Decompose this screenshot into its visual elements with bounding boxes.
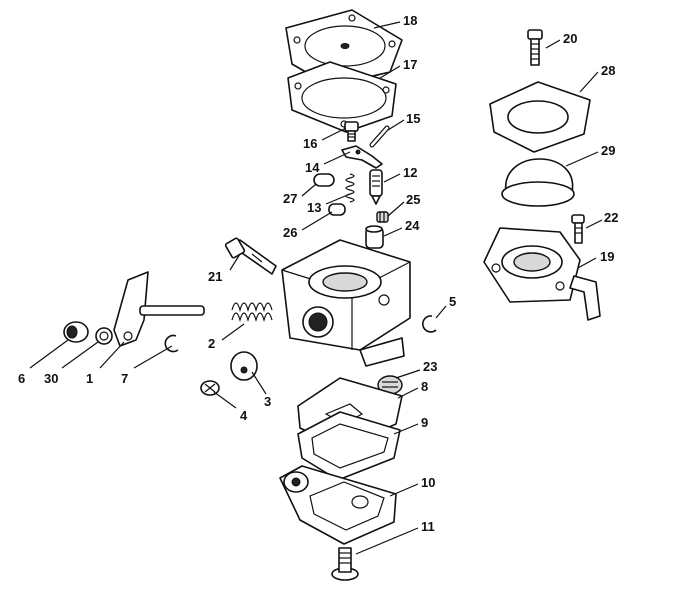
callout-30: 30 [44, 371, 58, 386]
part-12-inlet-needle [369, 169, 383, 205]
callout-3: 3 [264, 394, 271, 409]
callout-10: 10 [421, 475, 435, 490]
part-2-spring [231, 302, 273, 323]
callout-4: 4 [240, 408, 248, 423]
part-21-shaft [224, 237, 277, 275]
carburetor-body [281, 239, 411, 367]
part-4-screw [200, 380, 220, 396]
callout-16: 16 [303, 136, 317, 151]
part-15-pin [369, 125, 390, 148]
callout-12: 12 [403, 165, 417, 180]
callout-28: 28 [601, 63, 615, 78]
part-9-gasket [297, 411, 401, 481]
callout-19: 19 [600, 249, 614, 264]
part-10-end-cover [279, 465, 397, 545]
part-26-plug [328, 203, 346, 216]
part-27-plug [313, 173, 335, 187]
callout-26: 26 [283, 225, 297, 240]
callout-18: 18 [403, 13, 417, 28]
part-25-screen [376, 211, 389, 223]
part-6-sleeve [63, 321, 89, 343]
callout-labels: 18 17 15 16 14 12 27 13 25 26 24 21 2 5 … [18, 13, 618, 534]
part-23-strainer [377, 375, 403, 395]
callout-9: 9 [421, 415, 428, 430]
part-3-disc [230, 351, 258, 381]
callout-23: 23 [423, 359, 437, 374]
part-19-pump-housing [483, 227, 601, 321]
part-28-flange [489, 81, 591, 153]
callout-20: 20 [563, 31, 577, 46]
part-14-lever [341, 145, 383, 169]
callout-15: 15 [406, 111, 420, 126]
part-24-nozzle [365, 225, 384, 249]
callout-22: 22 [604, 210, 618, 225]
part-29-bulb [501, 158, 575, 207]
callout-13: 13 [307, 200, 321, 215]
callout-6: 6 [18, 371, 25, 386]
callout-11: 11 [421, 519, 435, 534]
part-22-screw [571, 214, 585, 244]
callout-21: 21 [208, 269, 222, 284]
callout-1: 1 [86, 371, 93, 386]
callout-25: 25 [406, 192, 420, 207]
leader-lines [29, 21, 603, 555]
callout-14: 14 [305, 160, 320, 175]
callout-5: 5 [449, 294, 456, 309]
callout-27: 27 [283, 191, 297, 206]
part-16-screw [344, 121, 359, 142]
part-30-washer [95, 327, 113, 345]
part-17-gasket [287, 61, 397, 133]
callout-17: 17 [403, 57, 417, 72]
part-20-screw [527, 29, 543, 66]
callout-8: 8 [421, 379, 428, 394]
callout-2: 2 [208, 336, 215, 351]
part-13-spring [345, 173, 355, 203]
part-1-lever [113, 271, 205, 347]
callout-7: 7 [121, 371, 128, 386]
callout-29: 29 [601, 143, 615, 158]
callout-24: 24 [405, 218, 420, 233]
part-5-circlip [422, 315, 437, 333]
part-11-screw [331, 547, 359, 581]
